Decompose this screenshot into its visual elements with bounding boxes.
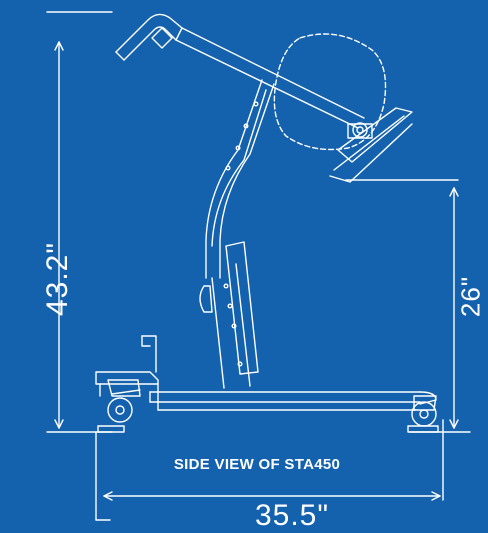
base-frame — [95, 335, 437, 411]
front-caster-wheel — [407, 401, 439, 433]
seat-height-label: 26" — [455, 275, 486, 318]
diagram-caption: SIDE VIEW OF STA450 — [173, 456, 341, 473]
boom-arm — [175, 27, 365, 129]
handle — [115, 13, 183, 61]
height-dimension-line — [46, 11, 113, 433]
overall-height-label: 43.2" — [41, 241, 74, 317]
mast — [199, 79, 275, 389]
seat-height-dimension-line — [345, 179, 471, 433]
knee-pad — [273, 33, 387, 151]
rear-caster-wheel — [97, 397, 133, 433]
foot-plate — [329, 107, 413, 183]
base-length-label: 35.5" — [254, 499, 330, 532]
base-length-dimension-line — [95, 419, 444, 521]
